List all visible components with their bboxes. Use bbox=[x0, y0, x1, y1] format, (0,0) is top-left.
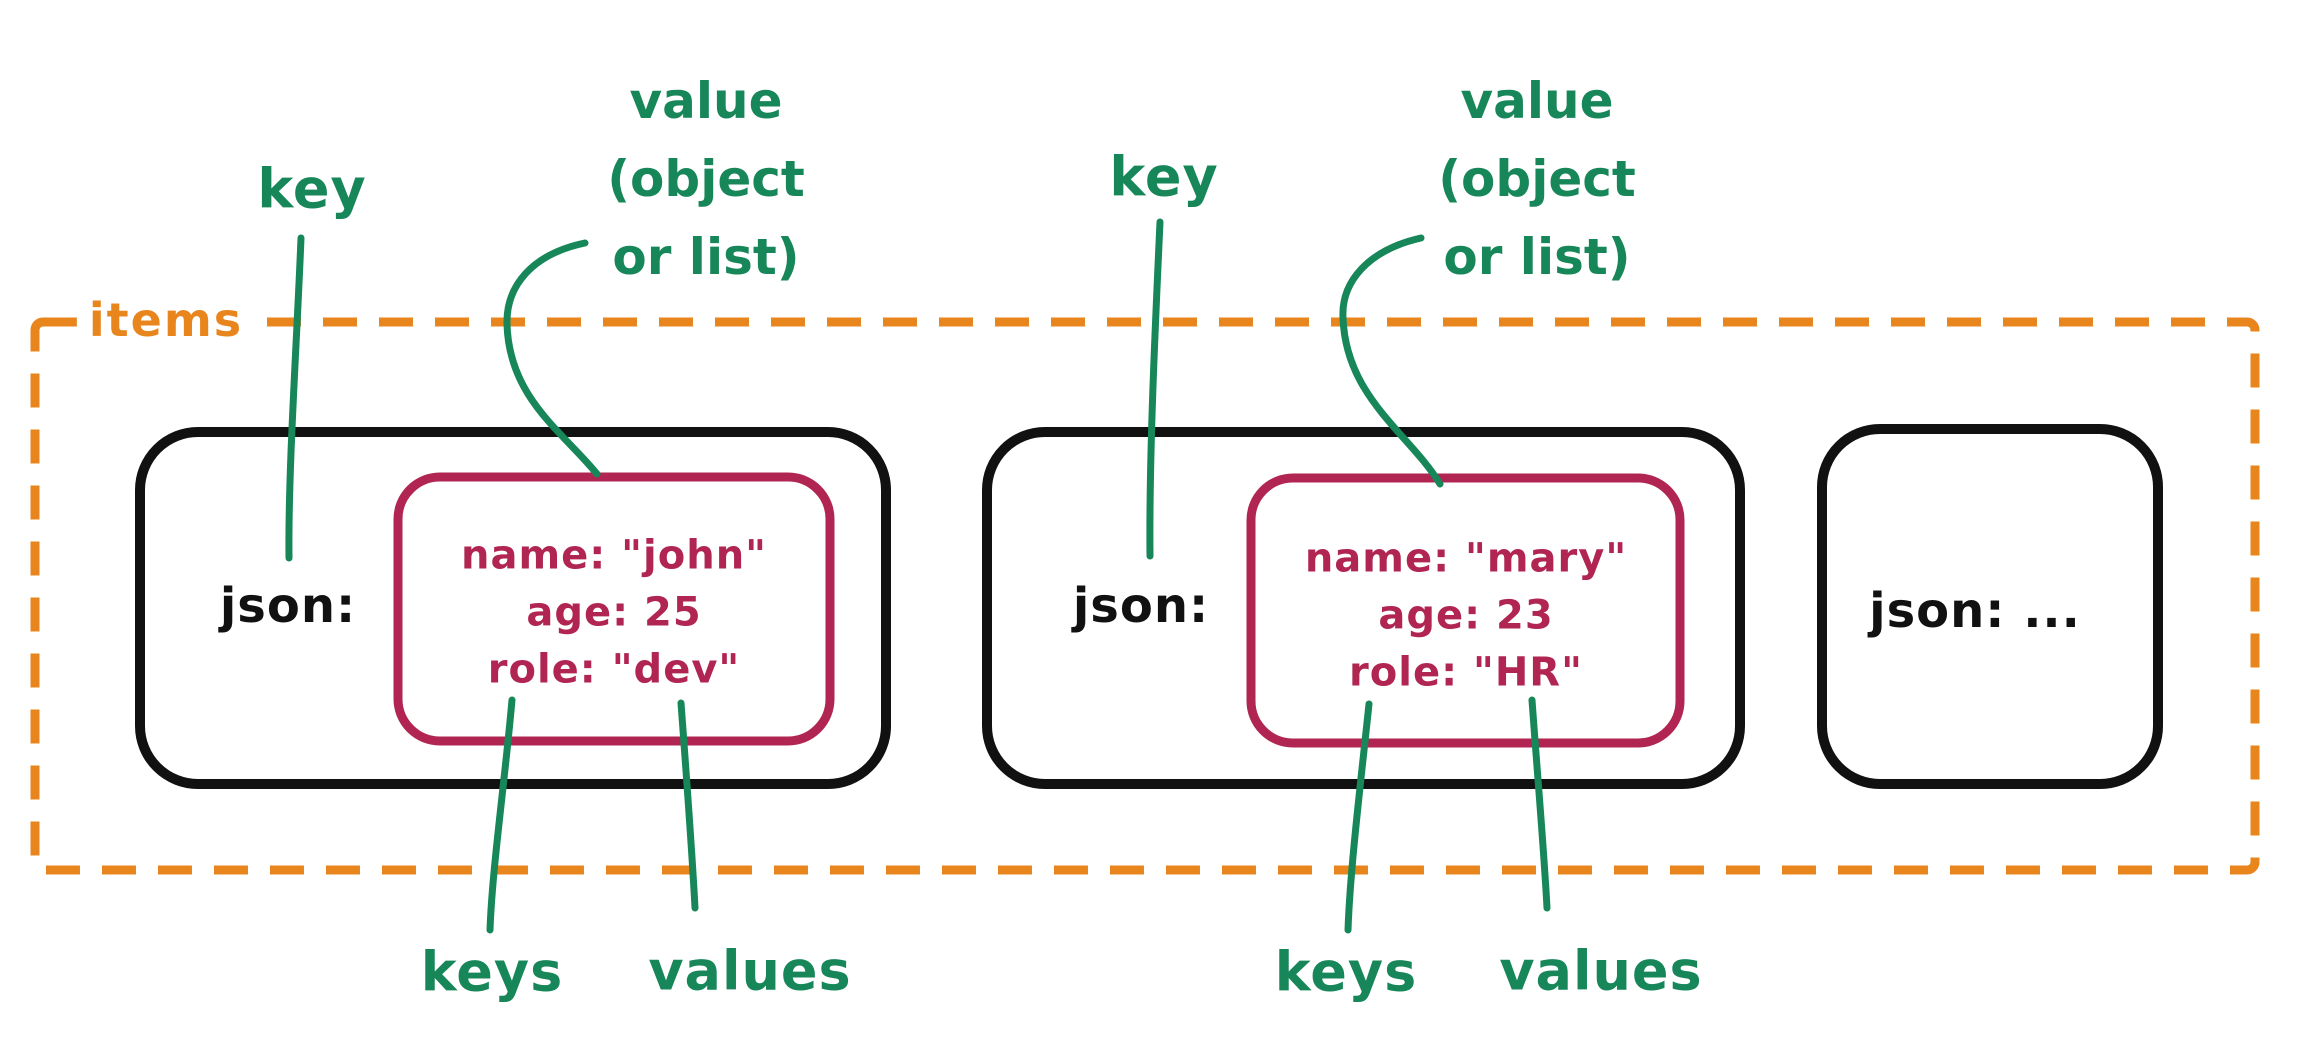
key-annotation-1: key bbox=[257, 157, 367, 221]
items-dashed-border bbox=[30, 317, 2260, 875]
keys-connector-line-2 bbox=[1344, 700, 1373, 934]
items-container-label: items bbox=[76, 293, 256, 347]
key-connector-line-2 bbox=[1146, 218, 1164, 560]
value-annotation-1-line-1: value bbox=[629, 72, 783, 130]
item-card-3-border bbox=[1817, 424, 2163, 789]
keys-connector-line-1 bbox=[486, 696, 516, 934]
card-2-object-text: name: "mary" age: 23 role: "HR" bbox=[1305, 531, 1627, 702]
object-box-1-border bbox=[393, 472, 835, 746]
item-card-1-border bbox=[135, 427, 891, 789]
key-annotation-2: key bbox=[1109, 145, 1219, 209]
value-annotation-2: value (object or list) bbox=[1438, 62, 1636, 296]
values-annotation-1: values bbox=[648, 939, 852, 1003]
value-annotation-2-line-3: or list) bbox=[1443, 228, 1631, 286]
values-connector-line-2 bbox=[1528, 696, 1551, 912]
key-connector-line-1 bbox=[285, 234, 305, 562]
value-connector-curve-2 bbox=[1339, 234, 1444, 488]
value-annotation-1: value (object or list) bbox=[607, 62, 805, 296]
card-1-object-text: name: "john" age: 25 role: "dev" bbox=[461, 528, 767, 699]
card-1-object-line-3: role: "dev" bbox=[487, 646, 741, 693]
value-annotation-1-line-2: (object bbox=[607, 150, 805, 208]
keys-annotation-1: keys bbox=[420, 940, 564, 1004]
card-2-field-label: json: bbox=[1072, 578, 1210, 634]
card-2-object-line-1: name: "mary" bbox=[1304, 535, 1628, 582]
card-2-object-line-3: role: "HR" bbox=[1349, 649, 1583, 696]
values-annotation-2: values bbox=[1499, 939, 1703, 1003]
card-2-object-line-2: age: 23 bbox=[1378, 592, 1554, 639]
card-1-object-line-1: name: "john" bbox=[460, 532, 768, 579]
value-annotation-1-line-3: or list) bbox=[612, 228, 800, 286]
value-annotation-2-line-1: value bbox=[1460, 72, 1614, 130]
value-connector-curve-1 bbox=[503, 239, 601, 478]
object-box-2-border bbox=[1246, 473, 1685, 748]
value-annotation-2-line-2: (object bbox=[1438, 150, 1636, 208]
card-1-object-line-2: age: 25 bbox=[526, 589, 702, 636]
keys-annotation-2: keys bbox=[1274, 940, 1418, 1004]
values-connector-line-1 bbox=[677, 699, 699, 912]
card-1-field-label: json: bbox=[219, 578, 357, 634]
card-3-field-label: json: ... bbox=[1869, 583, 2081, 639]
